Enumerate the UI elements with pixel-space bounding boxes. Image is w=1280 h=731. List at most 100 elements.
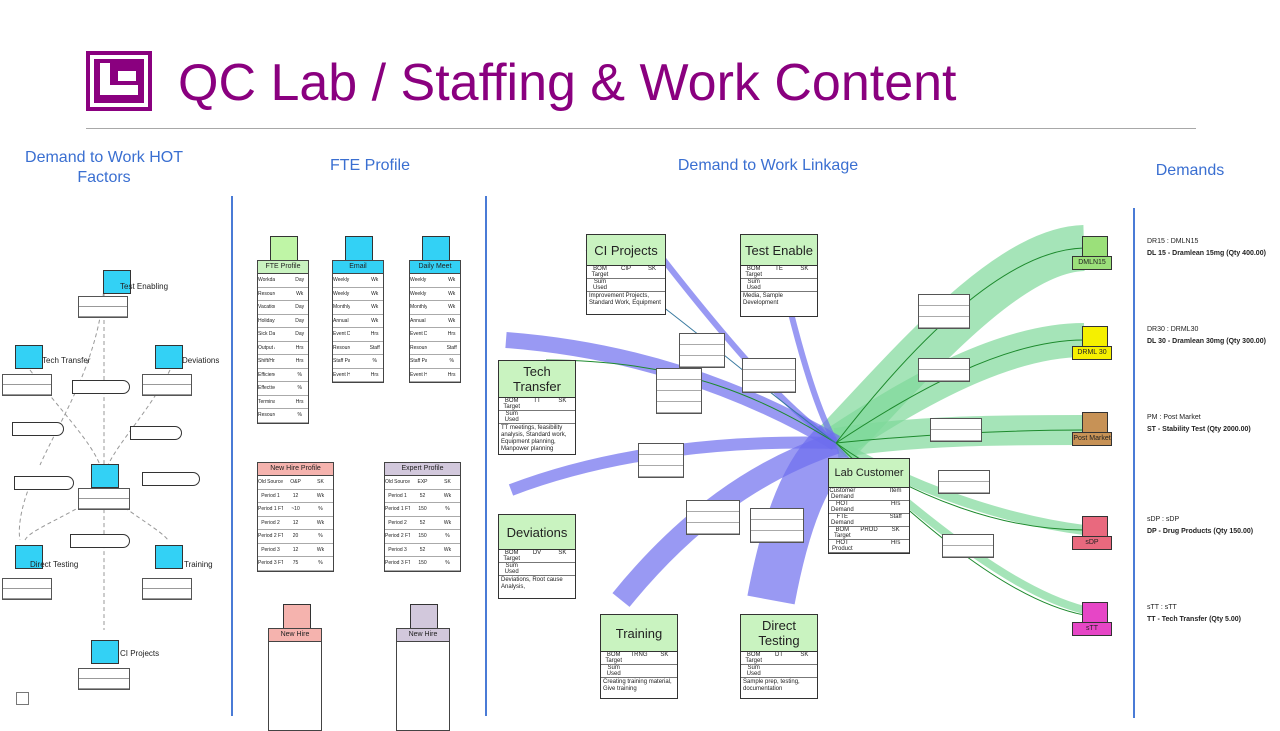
table-title: Email bbox=[333, 261, 383, 274]
table-title: Expert Profile bbox=[385, 463, 460, 476]
table-cell: Wk bbox=[443, 519, 452, 526]
row-label: Sum Used Time bbox=[592, 279, 607, 291]
demand-label: DMLN15 bbox=[1072, 256, 1112, 270]
demand-code: DR15 : DMLN15 bbox=[1147, 238, 1199, 245]
table-cell bbox=[275, 355, 292, 368]
table-cell: Period 1 bbox=[388, 492, 407, 499]
demand-1[interactable]: DMLN15 bbox=[1072, 236, 1112, 272]
time-per-unit-pill[interactable] bbox=[72, 380, 130, 394]
demand-2[interactable]: DRML 30 bbox=[1072, 326, 1112, 362]
table-cell: % bbox=[449, 358, 454, 364]
time-per-unit-pill[interactable] bbox=[142, 472, 200, 486]
test-enable-box[interactable]: Test Enable BOM Target KeyTESK Sum Used … bbox=[740, 234, 818, 317]
table-cell: Period 3 FTE bbox=[258, 560, 283, 566]
table-cell: Day bbox=[295, 331, 305, 337]
fte-profile-icon[interactable] bbox=[270, 236, 298, 262]
table-body bbox=[397, 642, 449, 730]
deviations-box[interactable]: Deviations BOM Target KeyDVSK Sum Used T… bbox=[498, 514, 576, 599]
table-cell: Period 3 bbox=[388, 546, 407, 553]
table-cell: Item bbox=[889, 488, 902, 494]
table-row: Resource SizeWk bbox=[258, 288, 308, 301]
demand-code: sDP : sDP bbox=[1147, 516, 1180, 523]
hot-table bbox=[942, 534, 994, 558]
table-cell: Wk bbox=[371, 317, 379, 324]
page-icon[interactable] bbox=[16, 692, 29, 705]
table-row: Period 2 FTE20% bbox=[258, 530, 333, 544]
table-row: Resources InvolvedStaff bbox=[333, 342, 383, 355]
row-unit: SK bbox=[800, 266, 809, 272]
table-cell: HOT Demand bbox=[830, 501, 854, 513]
table-row: Annual OccurenceWk bbox=[410, 315, 460, 328]
table-cell bbox=[275, 274, 292, 287]
table-cell: Event HOT time bbox=[410, 371, 427, 378]
box-description: Creating training material, Give trainin… bbox=[603, 679, 672, 692]
new-hire-icon[interactable] bbox=[283, 604, 311, 630]
table-row: Effective Workforce% bbox=[258, 382, 308, 396]
table-row: WorkdaysDay bbox=[258, 274, 308, 288]
table-row: Period 3 FTE150% bbox=[385, 557, 460, 571]
table-cell: Wk bbox=[316, 492, 325, 499]
table-cell bbox=[275, 288, 292, 301]
time-per-unit-pill[interactable] bbox=[70, 534, 130, 548]
table-cell: Wk bbox=[448, 290, 456, 297]
new-hire-icon[interactable] bbox=[410, 604, 438, 630]
training-node-icon[interactable] bbox=[155, 545, 183, 569]
direct-testing-box[interactable]: Direct Testing BOM Target KeyDTSK Sum Us… bbox=[740, 614, 818, 699]
time-per-unit-pill[interactable] bbox=[12, 422, 64, 436]
table-cell: % bbox=[297, 385, 302, 391]
table-cell bbox=[856, 501, 883, 513]
table-cell: Resources Involved bbox=[410, 344, 427, 351]
table-cell bbox=[350, 369, 367, 382]
table-cell: Event Duration bbox=[333, 331, 350, 337]
table-cell: Old Source Key bbox=[258, 479, 283, 485]
tech-transfer-box[interactable]: Tech Transfer BOM Target KeyTTSK Sum Use… bbox=[498, 360, 576, 455]
box-title: Test Enable bbox=[741, 235, 817, 266]
box-description: Media, Sample Development bbox=[743, 293, 784, 306]
tech-transfer-node-icon[interactable] bbox=[15, 345, 43, 369]
email-icon[interactable] bbox=[345, 236, 373, 262]
time-per-unit-pill[interactable] bbox=[14, 476, 74, 490]
box-row: Sum Used Time bbox=[499, 563, 575, 576]
row-label: Sum Used Time bbox=[746, 665, 761, 677]
table-cell: O&P bbox=[290, 479, 301, 485]
table-cell: Staff Participation bbox=[410, 358, 427, 364]
hot-table bbox=[656, 368, 702, 414]
hot-table bbox=[918, 294, 970, 329]
ci-projects-node-icon[interactable] bbox=[91, 640, 119, 664]
table-row: Annual OccurenceWk bbox=[333, 315, 383, 328]
daily-meet-icon[interactable] bbox=[422, 236, 450, 262]
table-cell: Shift/Hrs Breaks bbox=[258, 358, 275, 364]
new-hire-profile-table: New Hire Profile Old Source KeyO&PSKPeri… bbox=[257, 462, 334, 572]
table-cell bbox=[856, 488, 883, 500]
node-table bbox=[2, 578, 52, 600]
box-title: CI Projects bbox=[587, 235, 665, 266]
section-header-hot-factors: Demand to Work HOT Factors bbox=[10, 148, 198, 188]
table-cell: Staff bbox=[369, 344, 380, 351]
test-enabling-node-icon[interactable] bbox=[103, 270, 131, 294]
direct-testing-node-icon[interactable] bbox=[15, 545, 43, 569]
table-cell: % bbox=[372, 358, 377, 364]
node-label-ci-projects: CI Projects bbox=[120, 649, 160, 658]
table-cell: Wk bbox=[371, 277, 379, 283]
table-cell: % bbox=[318, 533, 323, 539]
time-per-unit-pill[interactable] bbox=[130, 426, 182, 440]
deviations-node-icon[interactable] bbox=[155, 345, 183, 369]
demand-4[interactable]: sDP bbox=[1072, 516, 1112, 552]
demand-3[interactable]: Post Market bbox=[1072, 412, 1112, 448]
section-header-demands: Demands bbox=[1155, 162, 1225, 179]
ci-projects-box[interactable]: CI Projects BOM Target KeyCIPSK Sum Used… bbox=[586, 234, 666, 315]
table-row: Weekly OccurenceWk bbox=[333, 274, 383, 288]
table-cell: Wk bbox=[443, 492, 452, 499]
core-node-icon[interactable] bbox=[91, 464, 119, 488]
table-cell: Terminal with Bull bbox=[258, 398, 275, 405]
demand-5[interactable]: sTT bbox=[1072, 602, 1112, 638]
training-box[interactable]: Training BOM Target KeyTRNGSK Sum Used T… bbox=[600, 614, 678, 699]
table-cell: Period 2 bbox=[261, 519, 280, 526]
table-row: HOT Product LoadingHrs bbox=[829, 540, 909, 553]
box-description: TT meetings, feasibility analysis, Stand… bbox=[501, 425, 567, 452]
new-hire-table: New Hire bbox=[268, 628, 322, 731]
section-header-line: Factors bbox=[77, 169, 131, 186]
